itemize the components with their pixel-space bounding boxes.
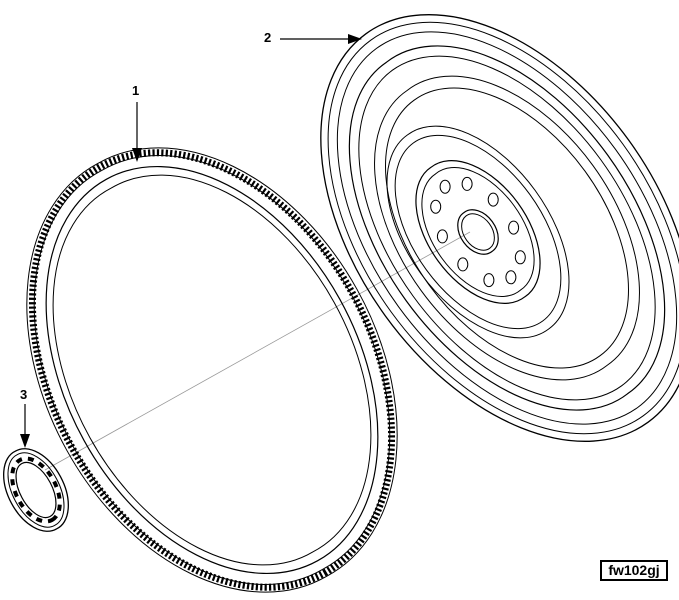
flywheel bbox=[320, 14, 679, 442]
callout-arrow-1 bbox=[132, 102, 142, 162]
flywheel-ring bbox=[385, 87, 629, 369]
center-axis-line bbox=[44, 231, 471, 471]
hub-ring bbox=[386, 125, 570, 339]
bolt-hole bbox=[505, 270, 517, 285]
retainer-tabs bbox=[10, 456, 62, 524]
retainer-edge bbox=[15, 461, 57, 519]
bolt-hole bbox=[430, 199, 442, 214]
callout-label-2: 2 bbox=[264, 30, 272, 45]
callout-arrow-2 bbox=[280, 34, 362, 44]
hub-ring bbox=[421, 167, 535, 297]
flywheel-ring bbox=[374, 75, 640, 381]
flywheel-ring bbox=[336, 31, 678, 425]
bolt-hole bbox=[461, 176, 473, 191]
ring-gear bbox=[26, 147, 398, 593]
ring-edge bbox=[45, 166, 379, 574]
figure-id-label: fw102gj bbox=[600, 560, 668, 581]
hub-ring bbox=[415, 160, 541, 304]
retainer-edge bbox=[3, 448, 69, 532]
ring-edge bbox=[52, 174, 372, 566]
retainer-edge bbox=[7, 452, 65, 528]
flywheel-bolt-holes bbox=[430, 176, 526, 288]
gear-teeth bbox=[29, 149, 395, 591]
flywheel-ring bbox=[348, 45, 666, 411]
bolt-hole bbox=[483, 273, 495, 288]
callout-arrow-3 bbox=[20, 404, 30, 448]
callout-label-1: 1 bbox=[132, 83, 140, 98]
flywheel-ring bbox=[327, 21, 679, 435]
ring-edge bbox=[26, 147, 398, 593]
bolt-hole bbox=[439, 179, 451, 194]
retainer-plate bbox=[3, 448, 69, 532]
hub-ring bbox=[394, 134, 562, 330]
hub-ring bbox=[461, 213, 495, 251]
bolt-hole bbox=[436, 229, 448, 244]
callout-label-3: 3 bbox=[20, 387, 28, 402]
bolt-hole bbox=[487, 192, 499, 207]
bolt-hole bbox=[514, 250, 526, 265]
flywheel-ring bbox=[358, 55, 656, 401]
ring-edge bbox=[33, 155, 391, 585]
flywheel-hub bbox=[386, 125, 570, 339]
hub-ring bbox=[457, 209, 499, 255]
flywheel-ring bbox=[320, 14, 679, 442]
bolt-hole bbox=[457, 257, 469, 272]
bolt-hole bbox=[508, 220, 520, 235]
